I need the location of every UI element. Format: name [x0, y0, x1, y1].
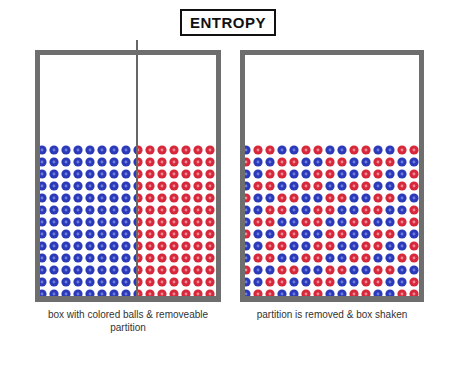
box-outline [35, 50, 221, 302]
ball-box: box with colored balls & removeable part… [35, 50, 221, 334]
box-caption: partition is removed & box shaken [244, 308, 420, 321]
mixed-balls [245, 144, 419, 296]
partition [136, 40, 138, 296]
ball-box: partition is removed & box shaken [240, 50, 424, 321]
blue-balls [40, 144, 136, 296]
red-balls [138, 144, 216, 296]
title-box: ENTROPY [180, 9, 276, 36]
box-caption: box with colored balls & removeable part… [39, 308, 217, 334]
box-outline [240, 50, 424, 302]
